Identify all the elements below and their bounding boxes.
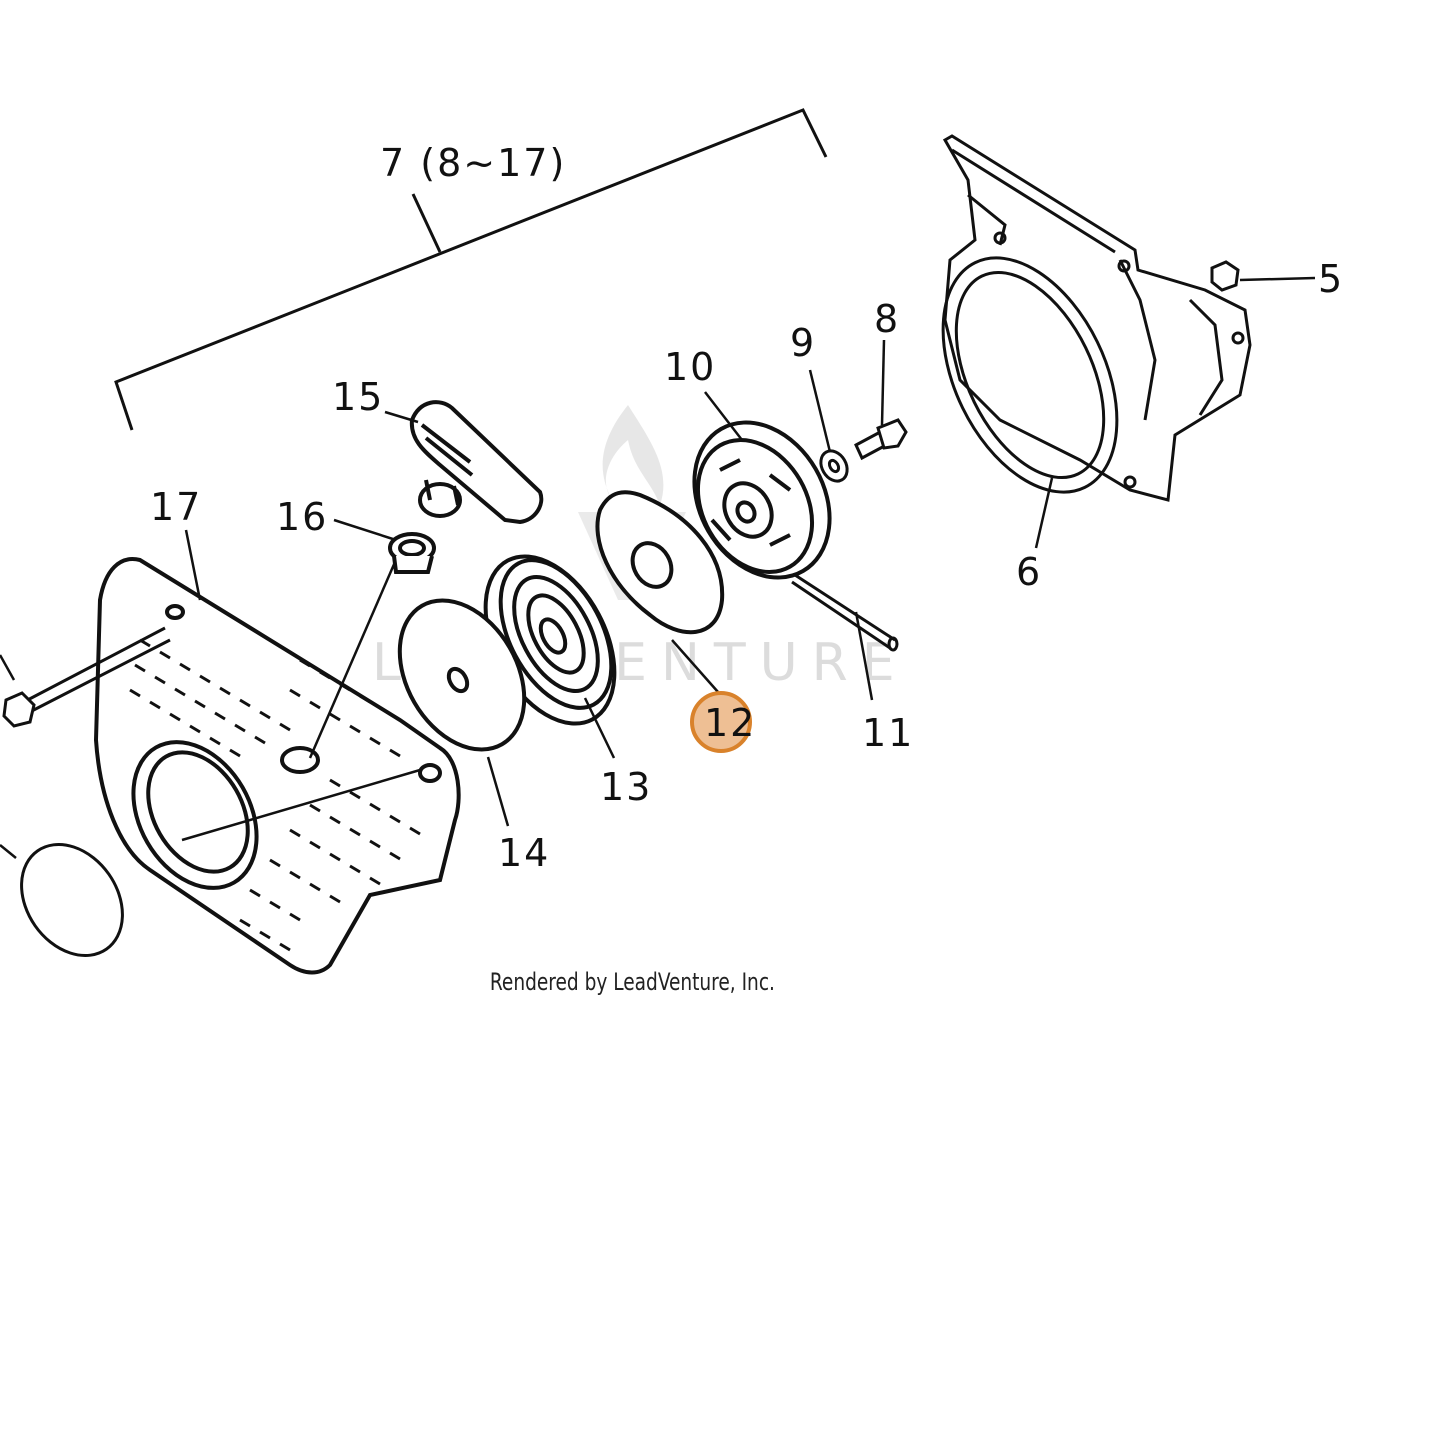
assembly-bracket-7 xyxy=(114,108,828,431)
seal-ring[interactable] xyxy=(1,825,144,975)
part-9-washer[interactable] xyxy=(816,446,853,486)
callout-8[interactable]: 8 xyxy=(874,297,900,341)
part-17-starter-cover[interactable] xyxy=(93,557,461,975)
callout-10[interactable]: 10 xyxy=(664,345,716,389)
highlight-marker-12 xyxy=(690,691,752,753)
watermark-flame-logo xyxy=(602,405,664,505)
part-10-rope-reel[interactable] xyxy=(667,398,856,602)
part-12-spring-plate[interactable] xyxy=(595,490,725,635)
callout-6[interactable]: 6 xyxy=(1016,550,1042,594)
cover-screw[interactable] xyxy=(2,626,171,728)
callout-5[interactable]: 5 xyxy=(1318,257,1344,301)
part-8-bolt[interactable] xyxy=(854,418,908,461)
cover-grille-slots xyxy=(129,638,421,952)
callout-17[interactable]: 17 xyxy=(150,485,202,529)
callout-labels: 7 (8~17) 5 6 8 9 10 11 12 13 14 15 16 17 xyxy=(150,141,1344,875)
part-5-nut[interactable] xyxy=(1210,260,1240,292)
callout-12[interactable]: 12 xyxy=(704,701,756,745)
part-15-starter-handle[interactable] xyxy=(409,400,544,525)
callout-13[interactable]: 13 xyxy=(600,765,652,809)
part-11-starter-rope[interactable] xyxy=(791,573,899,652)
callout-9[interactable]: 9 xyxy=(790,321,816,365)
part-14-plate[interactable] xyxy=(374,578,549,772)
callout-16[interactable]: 16 xyxy=(276,495,328,539)
assembly-label-7: 7 (8~17) xyxy=(380,141,566,185)
callout-15[interactable]: 15 xyxy=(332,375,384,419)
callout-14[interactable]: 14 xyxy=(498,831,550,875)
render-credit-caption: Rendered by LeadVenture, Inc. xyxy=(489,968,775,996)
part-6-fan-housing[interactable] xyxy=(908,134,1252,520)
callout-11[interactable]: 11 xyxy=(862,711,914,755)
part-16-grommet[interactable] xyxy=(388,532,436,574)
leader-lines xyxy=(0,276,1316,859)
